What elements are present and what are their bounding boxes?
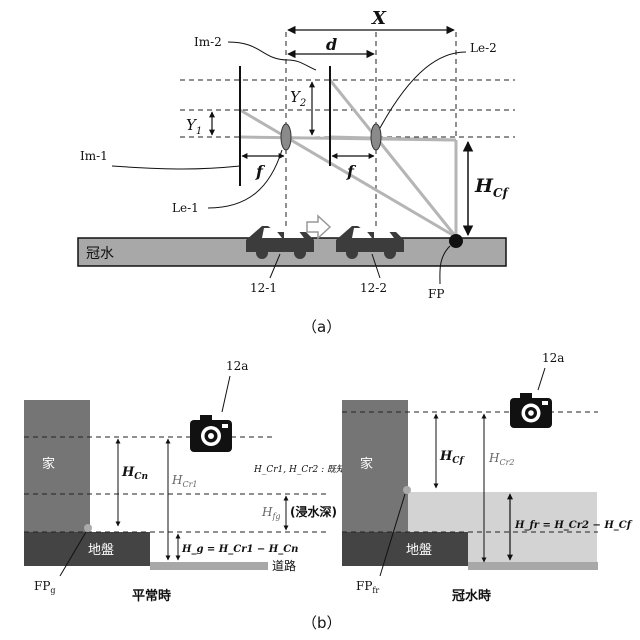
label-ground-left: 地盤 bbox=[88, 543, 114, 558]
label-hfr-formula: H_fr = H_Cr2 − H_Cf bbox=[514, 520, 633, 531]
label-hcr2: HCr2 bbox=[488, 451, 515, 467]
label-y2: Y2 bbox=[290, 88, 306, 109]
label-camera-right: 12a bbox=[542, 351, 564, 365]
label-hg-formula: H_g = H_Cr1 − H_Cn bbox=[181, 544, 298, 555]
leader-camera-left bbox=[222, 376, 230, 412]
lens-icon bbox=[371, 124, 381, 150]
label-hfg-note: (浸水深) bbox=[290, 504, 337, 519]
label-im1: Im-1 bbox=[80, 149, 108, 163]
label-hcf-right: HCf bbox=[439, 449, 465, 466]
title-flooded: 冠水時 bbox=[452, 588, 491, 604]
label-le2: Le-2 bbox=[470, 41, 497, 55]
part-b-left-panel: 家 地盤 道路 FPg HCn HCr1 H_Cr1, H_Cr2 : 既知 H… bbox=[24, 400, 346, 604]
caption-a: （a） bbox=[302, 318, 341, 336]
road-strip bbox=[150, 562, 268, 570]
label-fp: FP bbox=[428, 287, 444, 301]
label-fpfr: FPfr bbox=[356, 579, 379, 595]
title-normal: 平常時 bbox=[132, 588, 171, 604]
label-x: X bbox=[371, 8, 387, 29]
fp-point bbox=[449, 234, 463, 248]
part-b-right-panel: 家 地盤 FPfr HCf HCr2 H_fr = H_Cr2 − H_Cf 冠… bbox=[342, 351, 633, 604]
leader-le1 bbox=[208, 150, 282, 208]
light-rays bbox=[240, 80, 456, 237]
ground-block bbox=[342, 532, 468, 566]
leader-le2 bbox=[380, 52, 466, 128]
leader-im1 bbox=[112, 166, 240, 169]
leader-im2 bbox=[228, 42, 316, 70]
fpg-point bbox=[84, 524, 92, 532]
house-block bbox=[24, 400, 90, 532]
label-car1: 12-1 bbox=[250, 281, 277, 295]
label-ground-right: 地盤 bbox=[406, 543, 432, 558]
label-camera-left: 12a bbox=[226, 359, 248, 373]
ground-block bbox=[24, 532, 150, 566]
camera-icon bbox=[510, 393, 552, 428]
house-block bbox=[342, 400, 408, 532]
caption-b: （b） bbox=[302, 614, 342, 632]
part-a-diagram: X d Y1 Y2 f f HCf 冠水 bbox=[78, 8, 515, 336]
label-le1: Le-1 bbox=[172, 201, 199, 215]
label-house-right: 家 bbox=[360, 456, 373, 472]
lens-icon bbox=[281, 124, 291, 150]
leader-camera-right bbox=[538, 368, 545, 390]
label-known-note: H_Cr1, H_Cr2 : 既知 bbox=[253, 464, 346, 475]
arrow-right-icon bbox=[307, 216, 330, 238]
road-strip bbox=[468, 562, 598, 570]
fpfr-point bbox=[403, 486, 411, 494]
label-f1: f bbox=[255, 162, 266, 181]
label-road: 道路 bbox=[272, 558, 296, 573]
label-fpg: FPg bbox=[34, 579, 56, 595]
label-flood: 冠水 bbox=[86, 246, 114, 262]
label-car2: 12-2 bbox=[360, 281, 387, 295]
label-hfg: Hfg bbox=[261, 505, 281, 521]
label-y1: Y1 bbox=[186, 116, 202, 137]
label-im2: Im-2 bbox=[194, 35, 222, 49]
label-house-left: 家 bbox=[42, 456, 55, 472]
label-hcf: HCf bbox=[474, 175, 510, 200]
label-hcr1: HCr1 bbox=[171, 473, 198, 489]
label-d: d bbox=[326, 35, 337, 54]
label-hcn: HCn bbox=[121, 465, 148, 482]
camera-icon bbox=[190, 415, 232, 452]
